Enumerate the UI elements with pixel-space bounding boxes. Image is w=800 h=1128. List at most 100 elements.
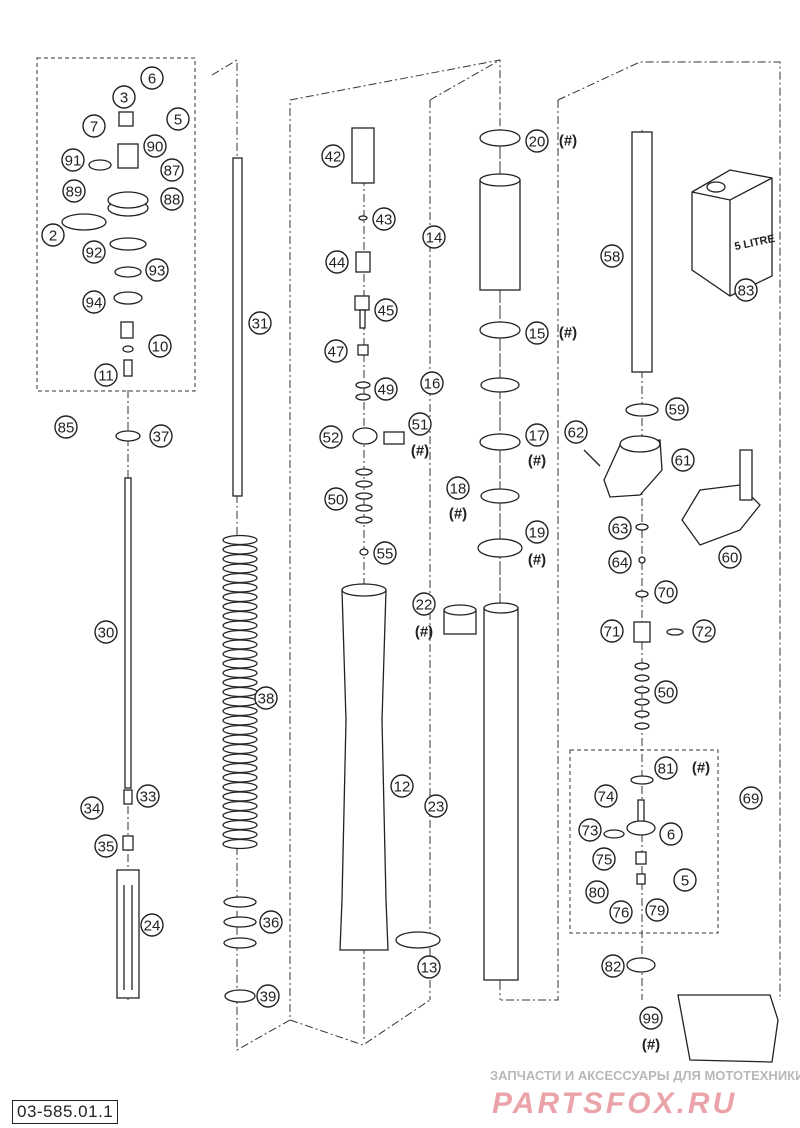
callout-73: 73 [578, 818, 602, 842]
frame-group-85 [36, 57, 196, 392]
callout-number: 89 [66, 184, 83, 201]
callout-number: 7 [90, 119, 98, 136]
callout-number: 52 [323, 430, 340, 447]
callout-circle [390, 774, 414, 798]
callout-circle [254, 686, 278, 710]
callout-circle [608, 550, 632, 574]
spring-coil [222, 686, 258, 698]
supplied-note-mark: (#) [411, 443, 429, 460]
callout-circle [671, 448, 695, 472]
callout-number: 69 [743, 791, 760, 808]
callout-circle [324, 339, 348, 363]
callout-number: 36 [263, 915, 280, 932]
spring-coil [222, 572, 258, 584]
supplied-note-mark: (#) [528, 552, 546, 569]
callout-number: 13 [421, 960, 438, 977]
spring-coil [222, 639, 258, 650]
spring-coil [222, 762, 258, 774]
callout-circle [143, 134, 167, 158]
callout-45: 45 [374, 298, 398, 322]
callout-circle [140, 913, 164, 937]
callout-20: 20(#) [525, 129, 577, 153]
callout-number: 94 [86, 295, 103, 312]
cartridge-cap-parts [61, 111, 149, 999]
callout-number: 5 [681, 873, 689, 890]
callout-5: 5 [166, 107, 190, 131]
callout-number: 62 [568, 425, 585, 442]
callout-circle [82, 290, 106, 314]
cartridge-tube [339, 127, 441, 951]
callout-6: 6 [659, 822, 683, 846]
callout-number: 15 [529, 326, 546, 343]
spring-coil [222, 810, 258, 821]
callout-circle [256, 984, 280, 1008]
callout-circle [321, 144, 345, 168]
spring-coil [222, 658, 258, 669]
callout-number: 14 [426, 230, 443, 247]
callout-number: 71 [604, 624, 621, 641]
callout-circle [420, 371, 444, 395]
callout-number: 3 [120, 90, 128, 107]
spring-coil [222, 553, 258, 565]
callout-24: 24 [140, 913, 164, 937]
callout-circle [166, 107, 190, 131]
callout-number: 93 [149, 263, 166, 280]
callout-94: 94 [82, 290, 106, 314]
callout-number: 6 [148, 71, 156, 88]
callout-58: 58 [600, 244, 624, 268]
callout-90: 90 [143, 134, 167, 158]
supplied-note-mark: (#) [559, 325, 577, 342]
clamps-adjuster [583, 131, 779, 1063]
spring-coil [222, 800, 258, 812]
callout-number: 83 [738, 283, 755, 300]
callout-circle [412, 592, 436, 616]
spring-coil [222, 819, 258, 831]
outer-tube-bushings [443, 129, 523, 981]
callout-circle [94, 834, 118, 858]
callout-30: 30 [94, 620, 118, 644]
callout-number: 37 [153, 429, 170, 446]
spring-coil [222, 677, 258, 688]
callout-number: 44 [329, 255, 346, 272]
callout-circle [324, 487, 348, 511]
callout-23: 23 [424, 794, 448, 818]
panel-outline [289, 999, 431, 1046]
callout-circle [94, 363, 118, 387]
callout-number: 64 [612, 555, 629, 572]
callout-number: 58 [604, 249, 621, 266]
callout-93: 93 [145, 258, 169, 282]
callout-60: 60 [718, 545, 742, 569]
callout-number: 17 [529, 428, 546, 445]
callout-64: 64 [608, 550, 632, 574]
spring-coil [222, 696, 258, 707]
callout-11: 11 [94, 363, 118, 387]
callout-83: 83 [734, 278, 758, 302]
callout-number: 50 [328, 492, 345, 509]
callout-circle [659, 822, 683, 846]
callout-81: 81(#) [654, 756, 710, 780]
spring-coil [222, 563, 258, 574]
callout-61: 61 [671, 448, 695, 472]
callout-circle [82, 240, 106, 264]
callout-circle [525, 129, 549, 153]
frame-group-69 [569, 749, 719, 934]
callout-85: 85 [54, 415, 78, 439]
callout-39: 39 [256, 984, 280, 1008]
callout-number: 80 [589, 885, 606, 902]
callout-number: 60 [722, 550, 739, 567]
callout-37: 37 [149, 424, 173, 448]
callout-13: 13 [417, 955, 441, 979]
callout-number: 31 [252, 316, 269, 333]
callout-70: 70 [654, 580, 678, 604]
callout-14: 14 [422, 225, 446, 249]
callout-number: 88 [164, 192, 181, 209]
supplied-note-mark: (#) [415, 624, 433, 641]
callout-number: 76 [613, 905, 630, 922]
callout-number: 10 [152, 339, 169, 356]
callout-circle [374, 377, 398, 401]
callout-number: 20 [529, 134, 546, 151]
callout-36: 36 [259, 910, 283, 934]
callout-circle [739, 786, 763, 810]
